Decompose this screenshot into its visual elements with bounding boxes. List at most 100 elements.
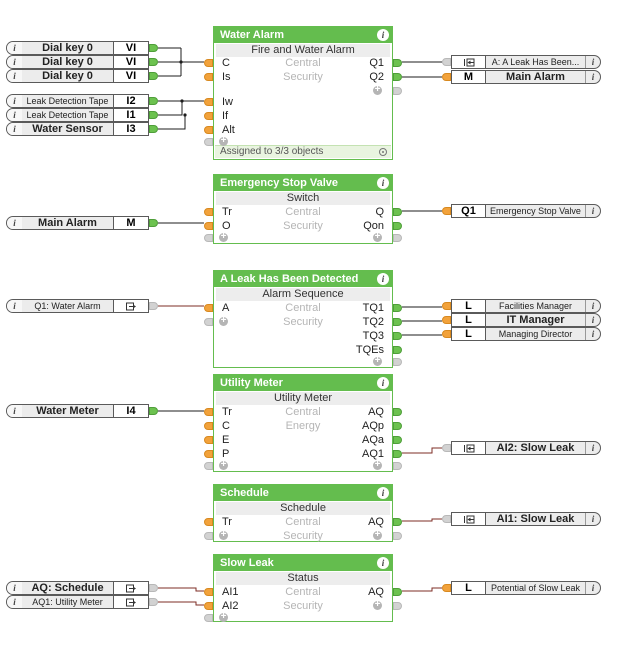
output-port[interactable] <box>393 450 402 458</box>
output-port[interactable] <box>149 72 158 80</box>
info-icon[interactable]: i <box>585 56 600 68</box>
input-port[interactable] <box>204 422 213 430</box>
info-icon[interactable]: i <box>7 596 22 608</box>
output-box-potential-slow-leak[interactable]: L Potential of Slow Leak i <box>451 581 601 595</box>
add-input-icon[interactable]: + <box>219 529 228 540</box>
input-box-dial-key-2[interactable]: i Dial key 0 VI <box>6 55 149 69</box>
add-input-icon[interactable]: + <box>219 231 228 242</box>
function-block-leak-detected[interactable]: A Leak Has Been Detected i Alarm Sequenc… <box>204 270 402 368</box>
function-block-emergency-stop-valve[interactable]: Emergency Stop Valve i Switch Tr Central… <box>204 174 402 244</box>
output-port[interactable] <box>149 584 158 592</box>
info-icon[interactable]: i <box>585 582 600 594</box>
input-port[interactable] <box>442 207 451 215</box>
info-icon[interactable]: i <box>7 405 22 417</box>
info-icon[interactable]: i <box>585 442 600 454</box>
input-box-dial-key-3[interactable]: i Dial key 0 VI <box>6 69 149 83</box>
output-port[interactable] <box>149 44 158 52</box>
output-port[interactable] <box>149 598 158 606</box>
output-port[interactable] <box>393 222 402 230</box>
input-box-water-sensor[interactable]: i Water Sensor I3 <box>6 122 149 136</box>
input-port[interactable] <box>204 304 213 312</box>
input-port[interactable] <box>204 450 213 458</box>
output-port[interactable] <box>393 436 402 444</box>
info-icon[interactable]: i <box>585 300 600 312</box>
function-block-water-alarm[interactable]: Water Alarm i Fire and Water Alarm C Cen… <box>204 26 402 160</box>
input-box-dial-key-1[interactable]: i Dial key 0 VI <box>6 41 149 55</box>
input-port[interactable] <box>204 208 213 216</box>
info-icon[interactable]: i <box>377 273 389 285</box>
input-port[interactable] <box>442 330 451 338</box>
output-port[interactable] <box>393 318 402 326</box>
wire[interactable] <box>158 587 204 606</box>
add-output-icon[interactable]: + <box>373 459 382 470</box>
input-port[interactable] <box>442 58 451 66</box>
info-icon[interactable]: i <box>7 109 22 121</box>
add-input-icon[interactable]: + <box>219 315 228 326</box>
output-box-emergency-stop-valve[interactable]: Q1 Emergency Stop Valve i <box>451 204 601 218</box>
input-port[interactable] <box>204 126 213 134</box>
function-block-schedule[interactable]: Schedule i Schedule Tr Central AQ Securi… <box>204 484 402 542</box>
input-port[interactable] <box>204 73 213 81</box>
input-port[interactable] <box>204 588 213 596</box>
output-box-facilities-manager[interactable]: L Facilities Manager i <box>451 299 601 313</box>
output-port[interactable] <box>393 346 402 354</box>
wire[interactable] <box>402 306 442 336</box>
add-output-icon[interactable]: + <box>373 599 382 610</box>
output-port[interactable] <box>149 219 158 227</box>
block-header[interactable]: Utility Meter i <box>214 375 392 391</box>
ref-output-box-ai2-slow-leak[interactable]: AI2: Slow Leak i <box>451 441 601 455</box>
input-box-leak-tape-i2[interactable]: i Leak Detection Tape I2 <box>6 94 149 108</box>
wire[interactable] <box>402 518 442 522</box>
input-port[interactable] <box>204 222 213 230</box>
block-header[interactable]: A Leak Has Been Detected i <box>214 271 392 287</box>
wire[interactable] <box>402 587 442 592</box>
output-port[interactable] <box>149 97 158 105</box>
output-port[interactable] <box>149 58 158 66</box>
add-input-icon[interactable]: + <box>219 611 228 622</box>
input-port[interactable] <box>442 316 451 324</box>
output-port[interactable] <box>393 408 402 416</box>
info-icon[interactable]: i <box>7 95 22 107</box>
ref-input-box-aq1-utility-meter[interactable]: i AQ1: Utility Meter <box>6 595 149 609</box>
wire[interactable] <box>402 447 442 454</box>
assignment-footer[interactable]: Assigned to 3/3 objects <box>215 145 391 158</box>
output-port[interactable] <box>149 125 158 133</box>
info-icon[interactable]: i <box>7 582 22 594</box>
add-output-icon[interactable]: + <box>373 84 382 95</box>
output-box-main-alarm[interactable]: M Main Alarm i <box>451 70 601 84</box>
add-output-icon[interactable]: + <box>373 231 382 242</box>
info-icon[interactable]: i <box>377 377 389 389</box>
input-port[interactable] <box>204 436 213 444</box>
info-icon[interactable]: i <box>7 300 22 312</box>
wire[interactable] <box>158 100 204 130</box>
assign-target-icon[interactable] <box>379 148 387 156</box>
info-icon[interactable]: i <box>7 123 22 135</box>
output-port[interactable] <box>393 588 402 596</box>
ref-output-box-a-leak[interactable]: A: A Leak Has Been... i <box>451 55 601 69</box>
input-port[interactable] <box>204 98 213 106</box>
info-icon[interactable]: i <box>7 217 22 229</box>
output-port[interactable] <box>393 518 402 526</box>
output-port[interactable] <box>149 111 158 119</box>
output-port[interactable] <box>393 59 402 67</box>
input-port[interactable] <box>204 602 213 610</box>
input-box-main-alarm[interactable]: i Main Alarm M <box>6 216 149 230</box>
info-icon[interactable]: i <box>377 487 389 499</box>
add-input-icon[interactable]: + <box>219 135 228 146</box>
input-port[interactable] <box>442 444 451 452</box>
wire[interactable] <box>402 61 442 78</box>
info-icon[interactable]: i <box>7 42 22 54</box>
block-header[interactable]: Slow Leak i <box>214 555 392 571</box>
info-icon[interactable]: i <box>377 29 389 41</box>
output-port[interactable] <box>393 208 402 216</box>
function-block-slow-leak[interactable]: Slow Leak i Status AI1 Central AQ AI2 Se… <box>204 554 402 622</box>
add-output-icon[interactable]: + <box>373 355 382 366</box>
block-header[interactable]: Schedule i <box>214 485 392 501</box>
wire[interactable] <box>158 47 204 77</box>
info-icon[interactable]: i <box>585 205 600 217</box>
output-port[interactable] <box>393 332 402 340</box>
add-input-icon[interactable]: + <box>219 459 228 470</box>
output-port[interactable] <box>393 73 402 81</box>
input-port[interactable] <box>204 518 213 526</box>
